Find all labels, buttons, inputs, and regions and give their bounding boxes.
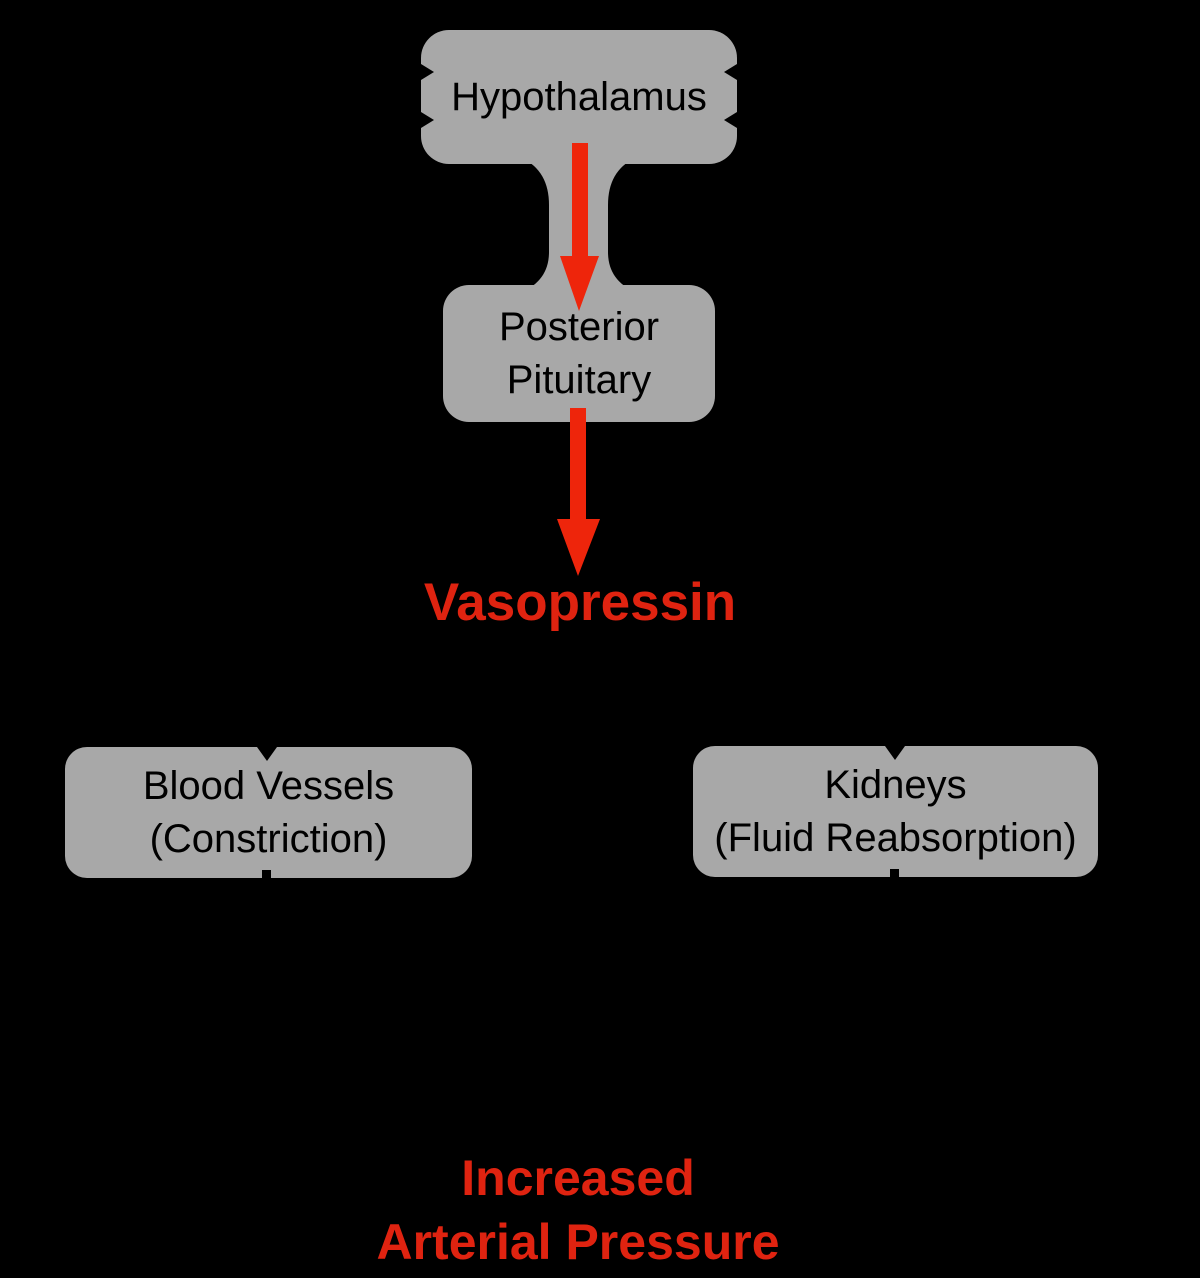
flow-arrow-pituitary-to-vasopressin-icon xyxy=(557,408,600,576)
node-blood-vessels-label-line2: (Constriction) xyxy=(149,816,388,861)
outcome-label-line2: Arterial Pressure xyxy=(376,1214,780,1270)
node-posterior-pituitary: Posterior Pituitary xyxy=(443,285,715,422)
node-posterior-pituitary-label-line2: Pituitary xyxy=(506,357,652,402)
node-blood-vessels: Blood Vessels (Constriction) xyxy=(65,747,472,878)
node-hypothalamus-label: Hypothalamus xyxy=(451,74,707,119)
node-posterior-pituitary-label-line1: Posterior xyxy=(498,304,660,349)
outcome-label-line1: Increased xyxy=(461,1150,695,1206)
pituitary-stalk-connector xyxy=(522,158,635,292)
node-kidneys: Kidneys (Fluid Reabsorption) xyxy=(693,746,1098,877)
outcome-label: Increased Arterial Pressure xyxy=(376,1146,779,1274)
node-blood-vessels-label-line1: Blood Vessels xyxy=(142,763,395,808)
vasopressin-label: Vasopressin xyxy=(423,573,737,632)
node-kidneys-label-line2: (Fluid Reabsorption) xyxy=(714,815,1077,860)
node-hypothalamus: Hypothalamus xyxy=(421,30,737,164)
node-kidneys-label-line1: Kidneys xyxy=(824,762,967,807)
